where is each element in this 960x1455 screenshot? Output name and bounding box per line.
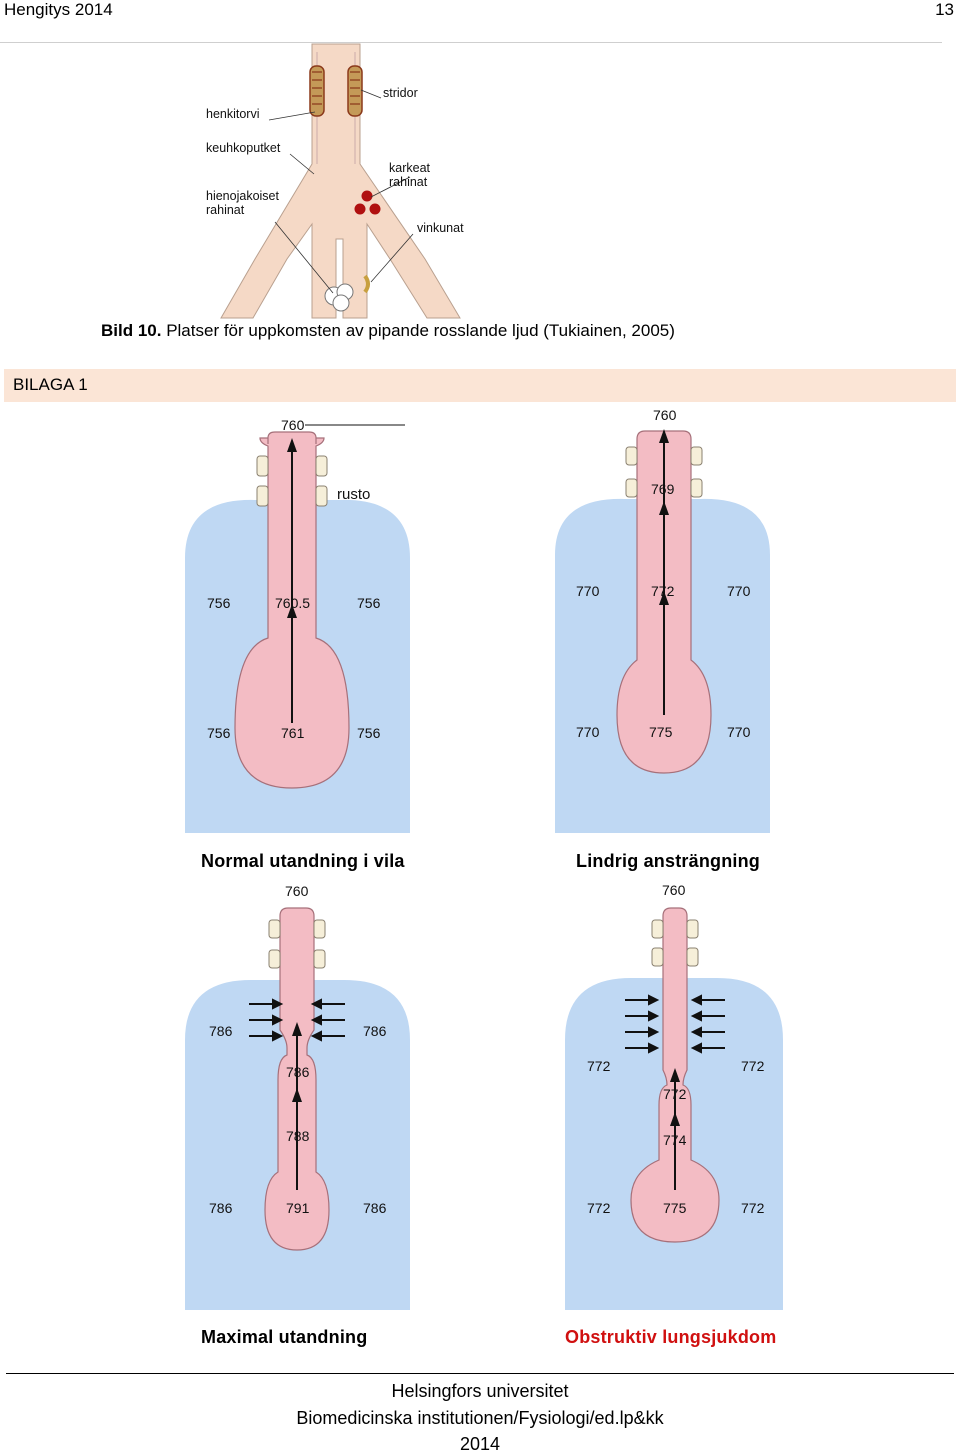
p1-left-mid: 756 [207,595,231,611]
appendix-title: BILAGA 1 [13,375,88,394]
panel-maximal-expiration: 760 786 786 786 788 786 791 786 [185,883,410,1310]
panel-obstructive: 760 772 772 772 774 772 775 772 [565,882,783,1310]
p1-right-mid: 756 [357,595,381,611]
label-karkeat: karkeat [389,161,431,175]
label-keuhkoputket: keuhkoputket [206,141,281,155]
p4-center-b: 774 [663,1132,687,1148]
header-title: Hengitys 2014 [4,0,113,19]
label-hienojakoiset: hienojakoiset [206,189,279,203]
label-karkeat-rahinat: rahinat [389,175,428,189]
footer-institution: Biomedicinska institutionen/Fysiologi/ed… [296,1408,664,1428]
caption-number: Bild 10. [101,321,162,340]
p3-right-mid: 786 [363,1023,387,1039]
p2-right-low: 770 [727,724,751,740]
p2-left-low: 770 [576,724,600,740]
page-number: 13 [935,0,954,19]
panel-title-normal: Normal utandning i vila [201,851,405,871]
airway-sounds-figure: henkitorvi stridor keuhkoputket karkeat … [195,43,485,319]
p2-center-mid: 772 [651,583,675,599]
p3-center-b: 788 [286,1128,310,1144]
p1-center-low: 761 [281,725,305,741]
label-henkitorvi: henkitorvi [206,107,260,121]
p1-rusto-label: rusto [337,486,370,503]
appendix-band: BILAGA 1 [4,369,956,402]
p3-left-mid: 786 [209,1023,233,1039]
p3-right-low: 786 [363,1200,387,1216]
panel-mild-exertion: 760 769 770 772 770 770 775 770 [555,407,770,833]
p3-center-low: 791 [286,1200,310,1216]
footer-year: 2014 [459,1434,501,1454]
p2-top-pressure: 760 [653,407,677,423]
p1-top-pressure: 760 [281,417,305,433]
p4-center-a: 772 [663,1086,687,1102]
p2-left-mid: 770 [576,583,600,599]
footer-divider [6,1373,954,1374]
p2-neck-pressure: 769 [651,481,675,497]
p1-center-mid: 760.5 [275,595,310,611]
panel-title-maximal: Maximal utandning [201,1327,368,1347]
header-divider [0,42,942,43]
panel-normal-expiration: 760 rusto 756 760.5 756 756 761 756 [185,417,410,833]
p4-left-low: 772 [587,1200,611,1216]
p4-left-mid: 772 [587,1058,611,1074]
p3-left-low: 786 [209,1200,233,1216]
p4-right-low: 772 [741,1200,765,1216]
p3-top-pressure: 760 [285,883,309,899]
panel-title-obstructive: Obstruktiv lungsjukdom [565,1327,777,1347]
caption-text: Platser för uppkomsten av pipande rossla… [161,321,675,340]
p4-center-low: 775 [663,1200,687,1216]
label-stridor: stridor [383,86,418,100]
p2-center-low: 775 [649,724,673,740]
p3-center-a: 786 [286,1064,310,1080]
p4-top-pressure: 760 [662,882,686,898]
figure-caption: Bild 10. Platser för uppkomsten av pipan… [101,321,675,341]
p2-right-mid: 770 [727,583,751,599]
panel-title-mild-exertion: Lindrig ansträngning [576,851,760,871]
label-vinkunat: vinkunat [417,221,464,235]
footer-university: Helsingfors universitet [391,1381,569,1401]
label-hienojakoiset-rahinat: rahinat [206,203,245,217]
p1-right-low: 756 [357,725,381,741]
p1-left-low: 756 [207,725,231,741]
p4-right-mid: 772 [741,1058,765,1074]
